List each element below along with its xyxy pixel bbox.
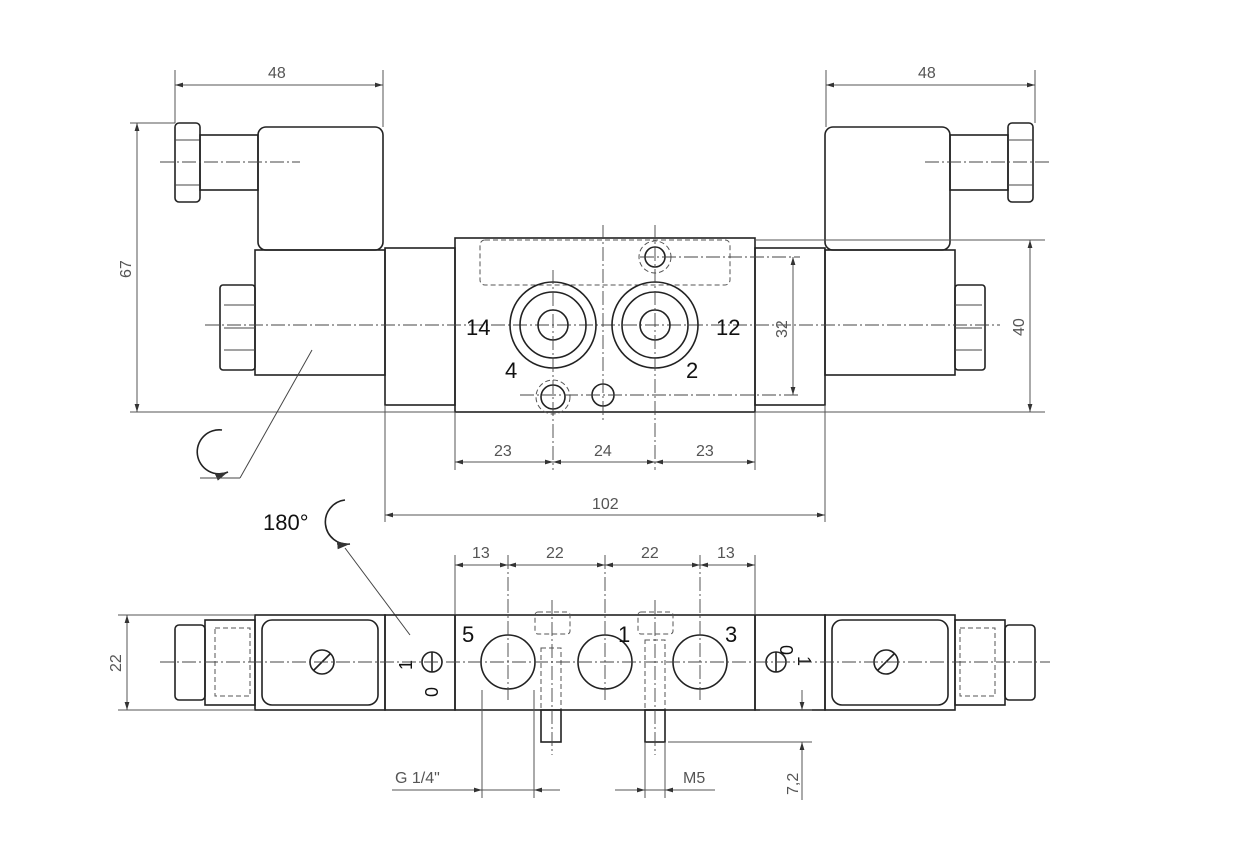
left-connector-plug	[174, 122, 259, 203]
port-label-5: 5	[462, 622, 474, 647]
top-view: 14 12 4 2 48 48 67 40 32 23 24 23 102 18…	[118, 65, 1050, 636]
right-connector-side	[954, 619, 1006, 706]
rotate-arrow-icon	[196, 349, 313, 481]
switch-label-1: 1	[396, 660, 416, 670]
dim-13-left: 13	[472, 545, 490, 562]
dim-24: 24	[594, 443, 612, 460]
dim-7-2: 7,2	[785, 773, 802, 795]
thread-m5-label: M5	[683, 770, 705, 787]
left-plug-side	[174, 624, 206, 701]
switch-label-1-right: 1	[794, 656, 814, 666]
thread-g14-label: G 1/4"	[395, 770, 440, 787]
right-manual-knob	[954, 284, 986, 371]
port-label-12: 12	[716, 315, 740, 340]
mounting-screw-left	[534, 611, 571, 743]
dim-23-right: 23	[696, 443, 714, 460]
dim-13-right: 13	[717, 545, 735, 562]
port-label-14: 14	[466, 315, 490, 340]
dim-32: 32	[774, 320, 791, 338]
left-manual-knob	[219, 284, 256, 371]
dim-40: 40	[1011, 318, 1028, 336]
right-plug-side	[1004, 624, 1036, 701]
right-connector-plug	[949, 122, 1034, 203]
left-connector-side	[204, 619, 256, 706]
dim-22-a: 22	[546, 545, 564, 562]
dim-102: 102	[592, 496, 619, 513]
port-label-4: 4	[505, 358, 517, 383]
dim-67: 67	[118, 260, 135, 278]
port-label-3: 3	[725, 622, 737, 647]
right-coil-cap	[824, 126, 951, 251]
left-solenoid-housing	[254, 249, 386, 376]
mounting-screw-right	[637, 611, 674, 743]
dim-48-left: 48	[268, 65, 286, 82]
dim-22-b: 22	[641, 545, 659, 562]
rotation-label: 180°	[263, 510, 309, 535]
bottom-view: 1 0 5 1 3 0 1 13 22	[108, 545, 1050, 800]
rotate-180-arrow-icon	[324, 499, 411, 636]
dim-22-height: 22	[108, 654, 125, 672]
left-coil-side	[254, 614, 386, 711]
dim-48-right: 48	[918, 65, 936, 82]
left-coil-cap	[257, 126, 384, 251]
right-solenoid-housing	[824, 249, 956, 376]
port-label-1: 1	[618, 622, 630, 647]
switch-label-0-right: 0	[776, 645, 796, 655]
dim-23-left: 23	[494, 443, 512, 460]
port-label-2: 2	[686, 358, 698, 383]
right-coil-side	[824, 614, 956, 711]
left-tube	[384, 247, 456, 406]
switch-label-0: 0	[422, 687, 442, 697]
